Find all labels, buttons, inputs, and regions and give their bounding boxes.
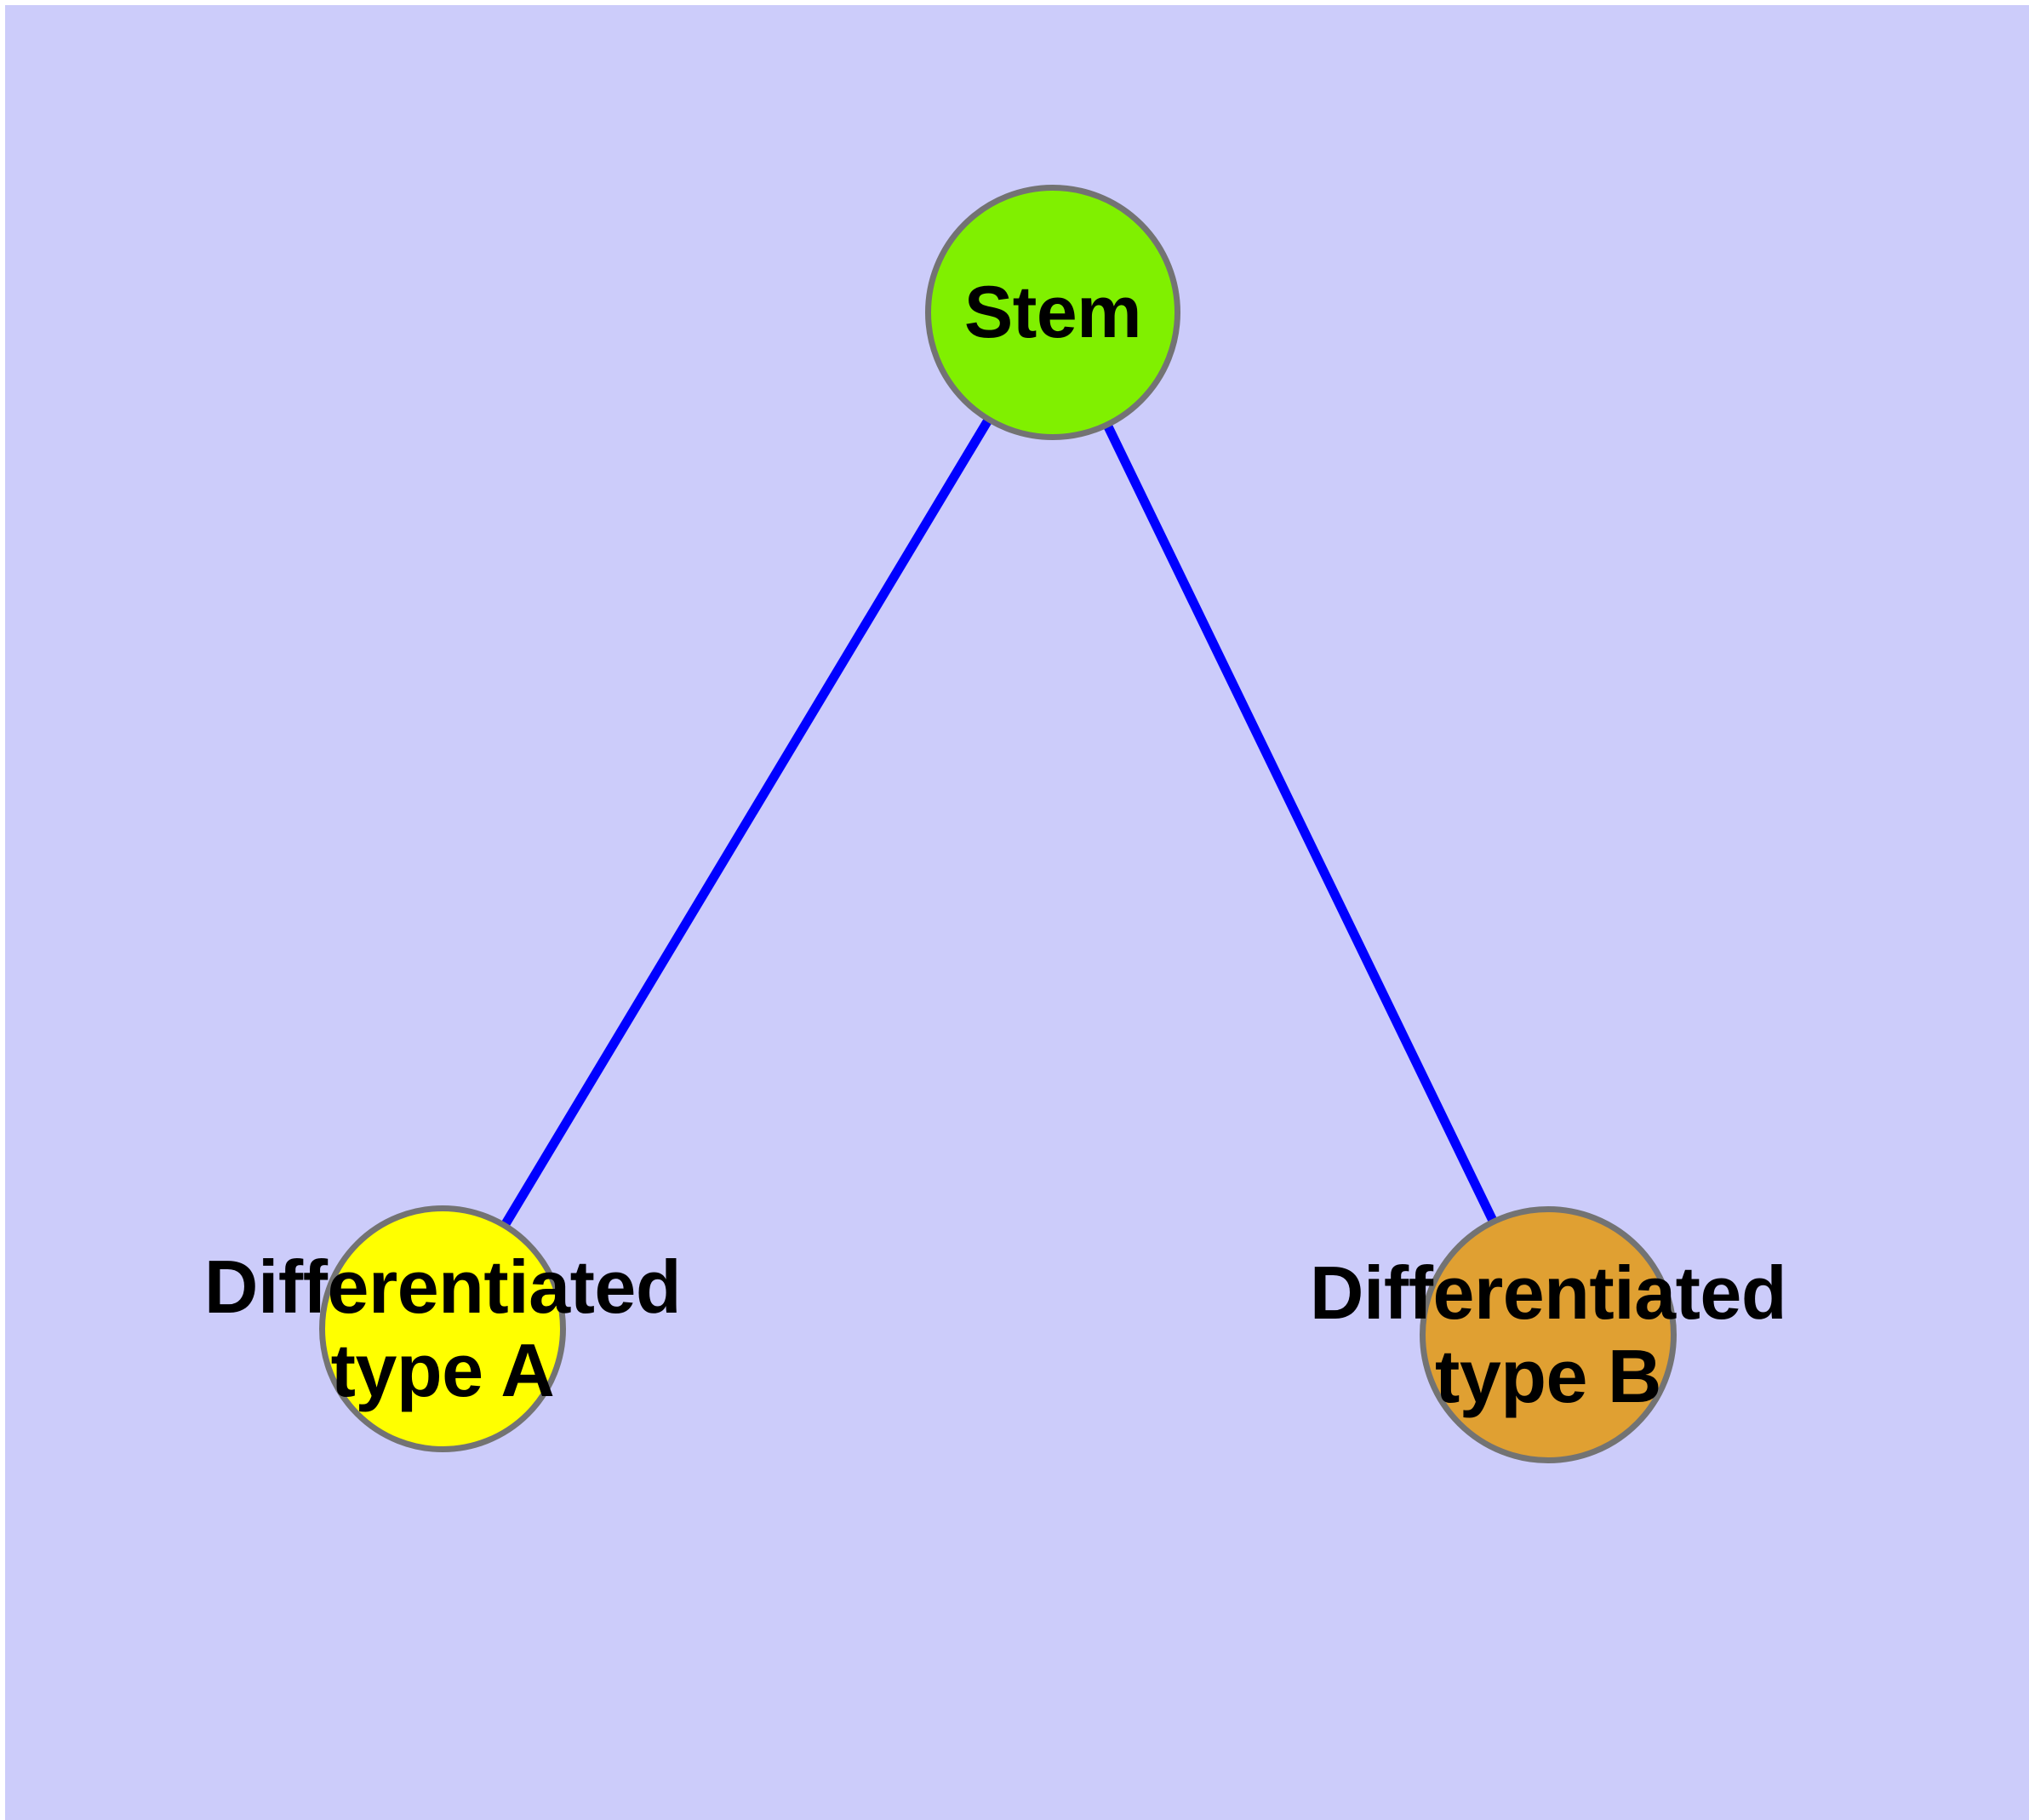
node-differentiated-type-b[interactable] <box>1420 1206 1677 1463</box>
node-stem[interactable] <box>925 185 1180 440</box>
node-differentiated-type-a[interactable] <box>319 1205 566 1452</box>
edge-stem-to-differentiated-type-b <box>1049 310 1552 1337</box>
edge-stem-to-differentiated-type-a <box>438 310 1057 1331</box>
